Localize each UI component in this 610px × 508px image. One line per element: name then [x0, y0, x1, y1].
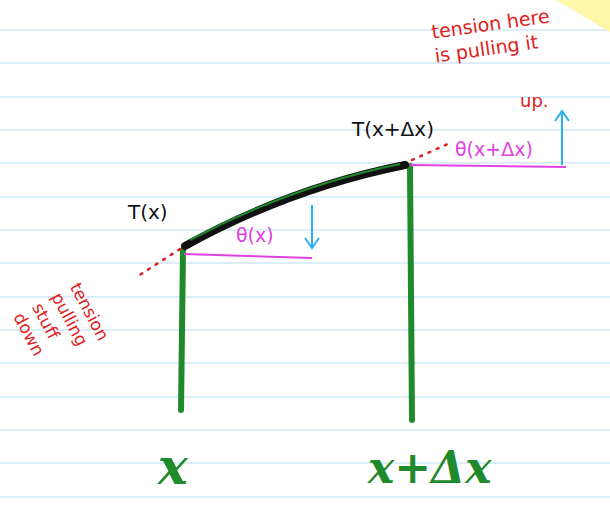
left-post [181, 250, 183, 410]
highlight-corner [556, 0, 610, 32]
position-label: x+Δx [368, 440, 491, 495]
tension-label: T(x) [128, 200, 168, 225]
string-segment [185, 165, 405, 246]
tension-extension [412, 143, 450, 160]
angle-baseline [184, 254, 312, 258]
tension-label: T(x+Δx) [352, 117, 434, 142]
force-arrow [555, 111, 569, 165]
angle-label: θ(x) [236, 224, 274, 248]
angle-label: θ(x+Δx) [455, 138, 533, 162]
note-text: tension here is pulling it [430, 3, 563, 68]
angle-baseline [410, 165, 566, 167]
ruled-lines [0, 30, 610, 497]
note-text: up. [520, 90, 549, 113]
tension-extension [135, 249, 180, 278]
force-arrow [305, 205, 319, 248]
right-post [410, 166, 412, 420]
string-overlay [190, 164, 400, 240]
position-label: x [158, 436, 188, 499]
note-text: tension pulling stuff down [9, 279, 122, 390]
